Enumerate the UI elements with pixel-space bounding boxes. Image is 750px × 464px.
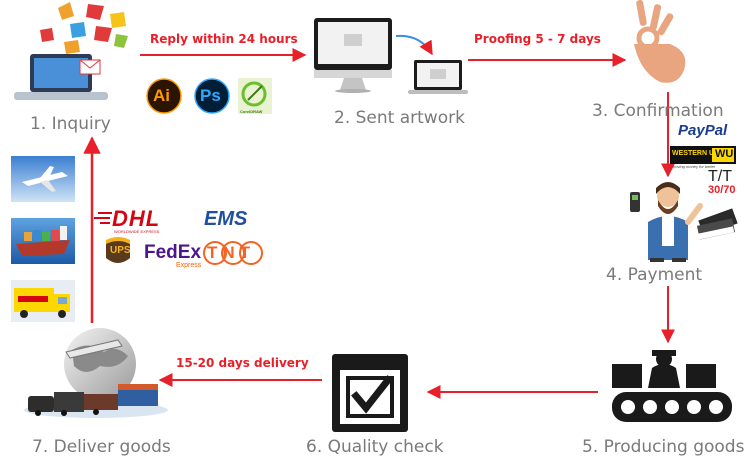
artwork-monitor-icon (314, 18, 392, 93)
illustrator-icon (146, 78, 182, 114)
paypal-logo: PayPal (678, 122, 728, 139)
quality-check-icon (332, 354, 408, 432)
delivery-truck-photo (11, 280, 75, 322)
deliver-goods-icon (24, 328, 168, 418)
western-union-badge (712, 148, 734, 162)
tnt-logo: TNT (207, 243, 256, 262)
dhl-speed-lines (94, 212, 112, 224)
note-proofing-time: Proofing 5 - 7 days (474, 32, 601, 46)
step-label-producing-goods: 5. Producing goods (582, 437, 745, 457)
illustrator-label: Ai (153, 86, 170, 105)
dhl-tagline: WORLDWIDE EXPRESS (114, 229, 160, 234)
fedex-logo: FedEx (144, 242, 202, 263)
dhl-logo: DHL (112, 206, 161, 231)
airplane-photo (11, 156, 75, 202)
inquiry-laptop-icon (14, 2, 128, 100)
note-delivery-time: 15-20 days delivery (176, 356, 309, 370)
ok-hand-icon (634, 0, 686, 83)
coreldraw-label: CorelDRAW (240, 109, 263, 114)
photoshop-icon (194, 78, 230, 114)
note-reply-time: Reply within 24 hours (150, 32, 298, 46)
step-label-deliver-goods: 7. Deliver goods (32, 437, 171, 457)
cargo-ship-photo (11, 218, 75, 264)
step-label-quality-check: 6. Quality check (306, 437, 444, 457)
tnt-circle-1 (203, 241, 227, 265)
step-label-confirmation: 3. Confirmation (592, 101, 724, 121)
producing-conveyor-icon (612, 350, 732, 422)
tnt-circle-2 (221, 241, 245, 265)
ups-shield-icon (106, 237, 130, 263)
artwork-transfer-arrow (395, 34, 433, 56)
tt-label: T/T (708, 168, 732, 185)
artwork-laptop-icon (408, 60, 468, 94)
payment-person-icon (630, 182, 703, 262)
payment-cards-icon (696, 208, 738, 240)
ems-logo: EMS (204, 208, 248, 230)
step-label-inquiry: 1. Inquiry (30, 114, 111, 134)
western-union-label: WESTERN UNION (672, 150, 732, 157)
western-union-tagline: moving money for better (672, 164, 716, 169)
fedex-sub-label: Express (176, 262, 202, 269)
ups-logo: UPS (110, 245, 131, 256)
coreldraw-icon (238, 78, 272, 114)
western-union-mark: WU (715, 148, 734, 160)
step-label-sent-artwork: 2. Sent artwork (334, 108, 465, 128)
tt-split-label: 30/70 (708, 184, 736, 196)
tnt-circle-3 (239, 241, 263, 265)
photoshop-label: Ps (200, 86, 221, 105)
step-label-payment: 4. Payment (606, 265, 703, 285)
